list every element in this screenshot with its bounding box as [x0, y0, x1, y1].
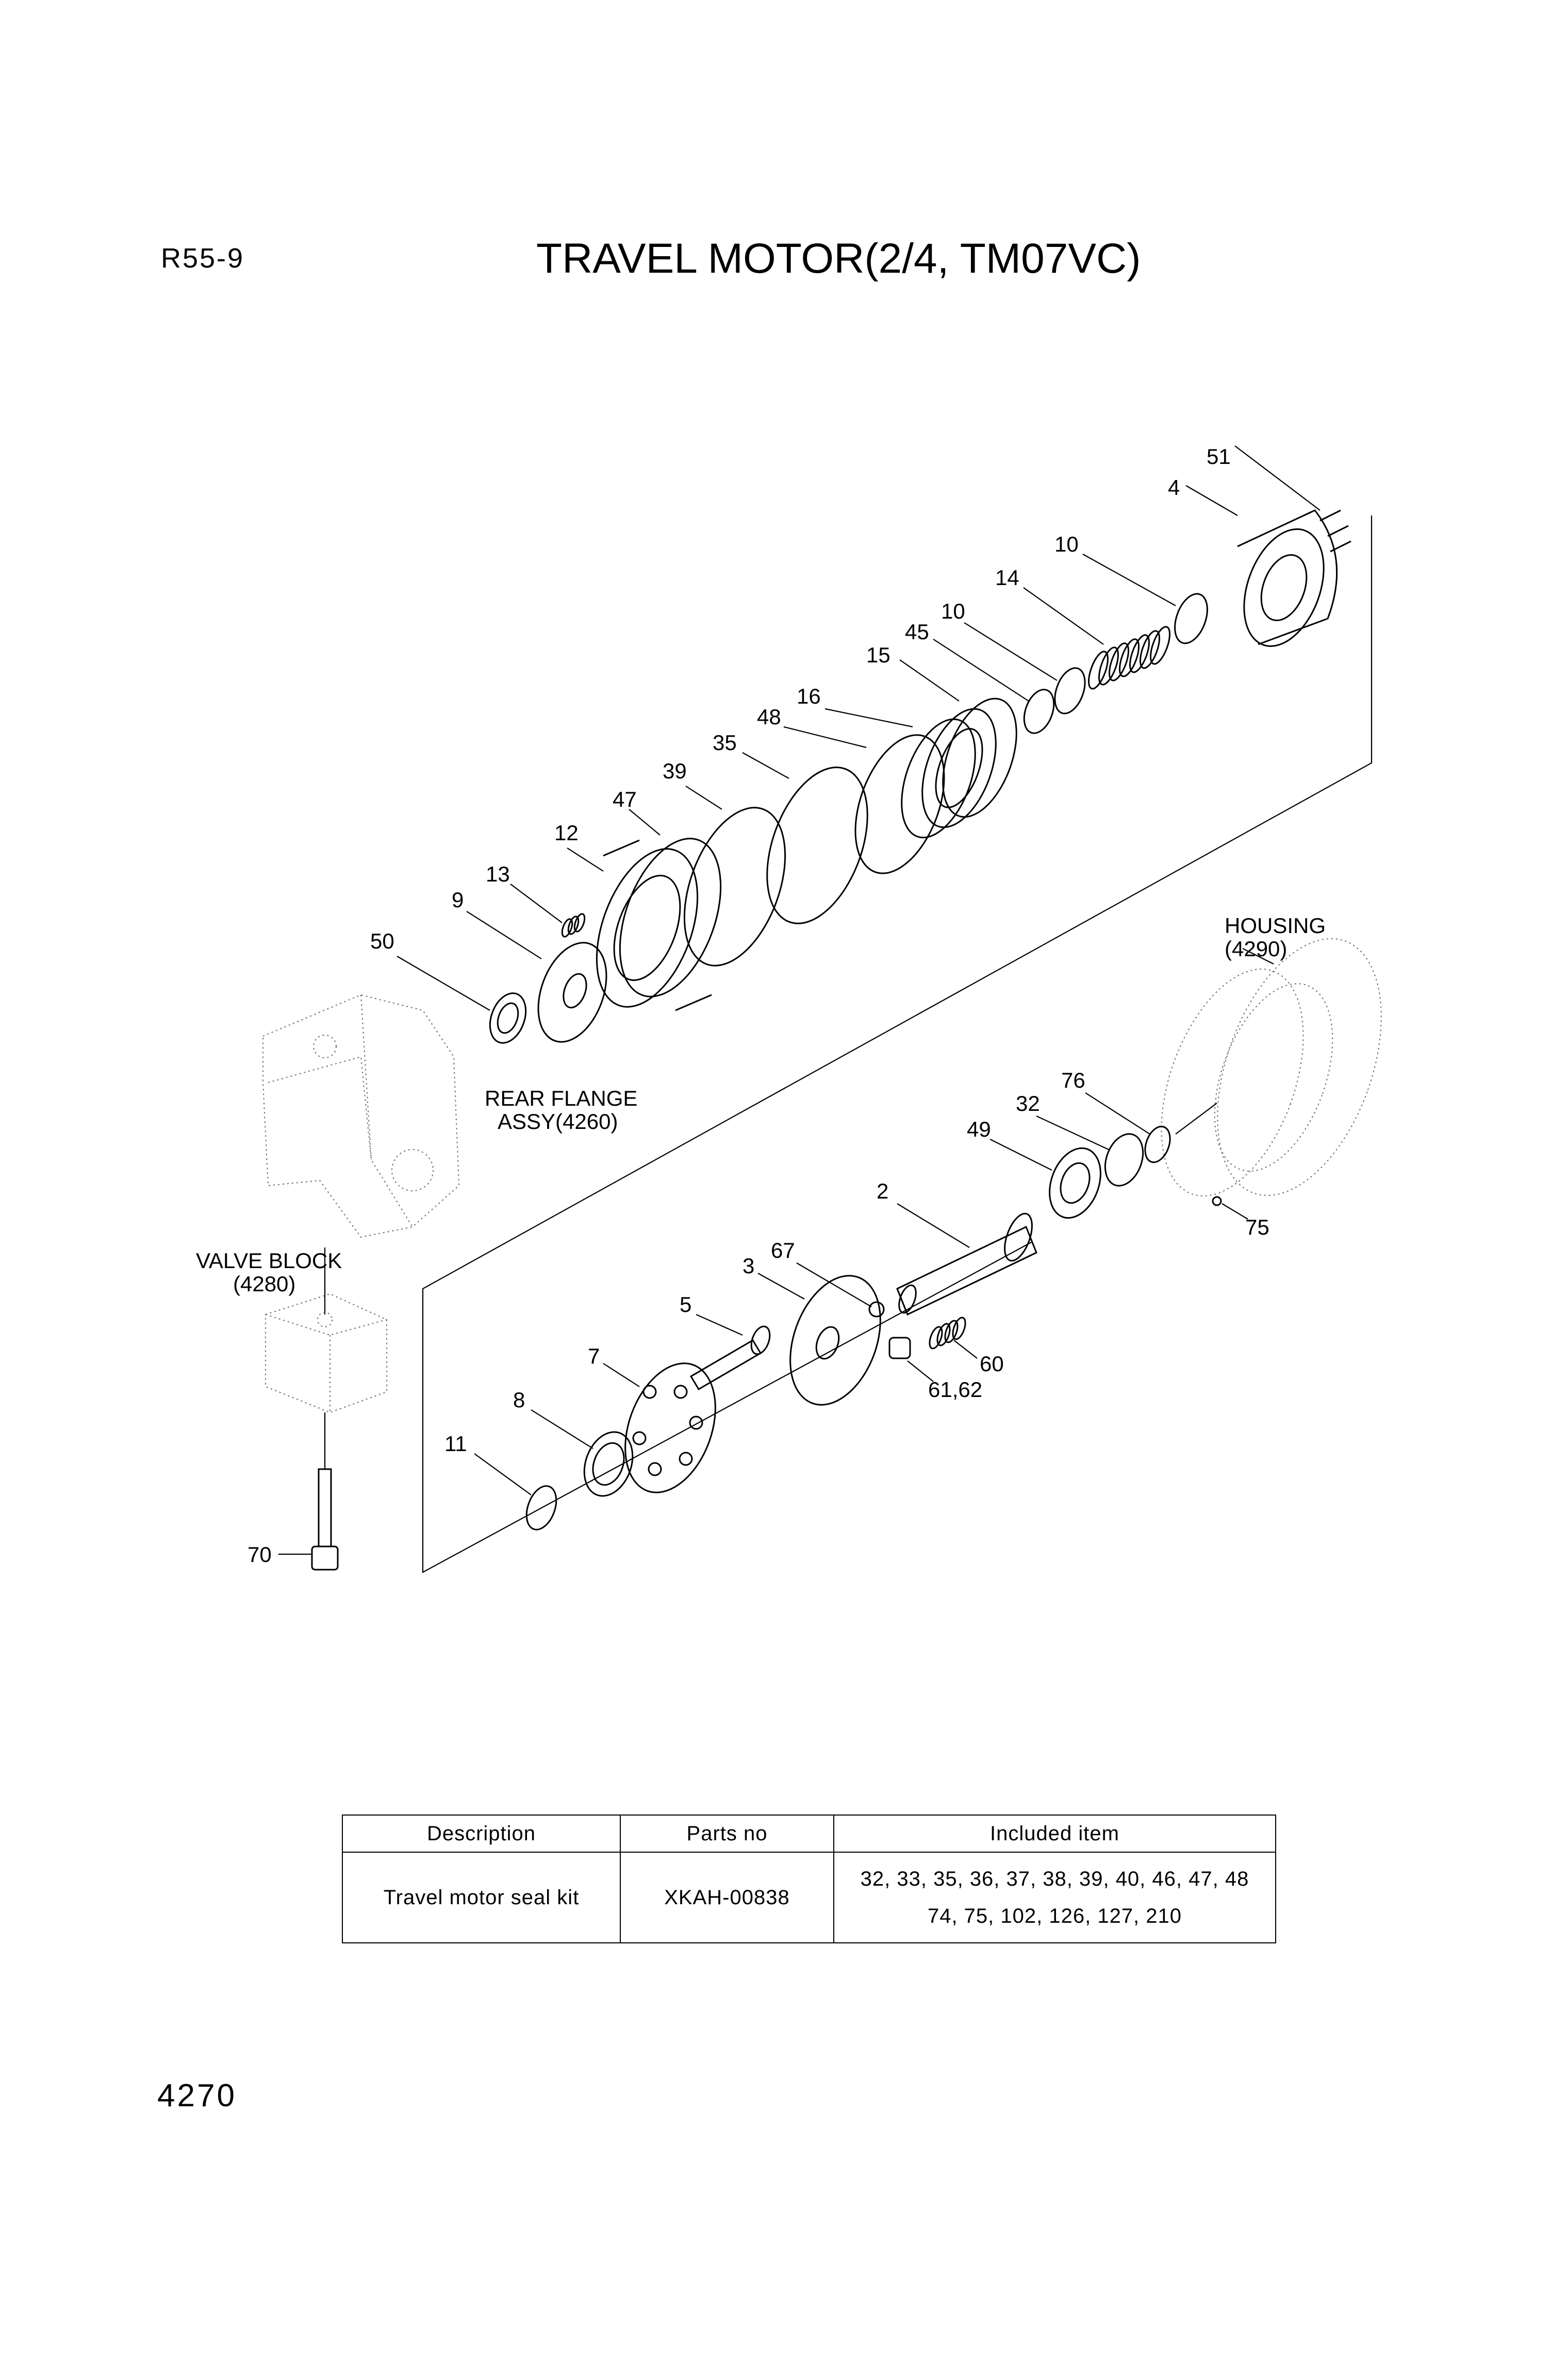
- cell-parts-no: XKAH-00838: [620, 1852, 834, 1943]
- callout-32: 32: [1016, 1091, 1040, 1116]
- callout-67: 67: [771, 1238, 795, 1262]
- callout-16: 16: [797, 684, 821, 708]
- callout-10-a: 10: [1054, 532, 1079, 556]
- rear-flange-label: REAR FLANGE: [485, 1086, 637, 1110]
- part-70-socket-bolt: [311, 1468, 339, 1571]
- part-5-piston: [689, 1325, 771, 1391]
- part-45-snap-ring: [1023, 689, 1055, 734]
- callout-76: 76: [1061, 1068, 1085, 1092]
- header-included-item: Included item: [833, 1815, 1276, 1853]
- page-title: TRAVEL MOTOR(2/4, TM07VC): [536, 235, 1141, 282]
- callout-60: 60: [980, 1352, 1004, 1376]
- callout-11: 11: [444, 1432, 467, 1456]
- callout-48: 48: [757, 705, 781, 729]
- callout-14: 14: [995, 565, 1019, 590]
- part-67-ball: [868, 1301, 885, 1318]
- part-35-o-ring: [766, 767, 868, 924]
- callout-3: 3: [742, 1254, 754, 1278]
- rear-flange-code: ASSY(4260): [498, 1109, 618, 1134]
- table-header-row: Description Parts no Included item: [342, 1815, 1276, 1853]
- callout-2: 2: [877, 1179, 888, 1203]
- valve-block-outline: [265, 1293, 388, 1413]
- part-10-shim: [1174, 593, 1208, 644]
- valve-block-label: VALVE BLOCK: [196, 1249, 342, 1273]
- callout-50: 50: [370, 929, 394, 953]
- housing-outline: [1161, 938, 1382, 1197]
- callout-61-62: 61,62: [928, 1377, 982, 1402]
- part-48-o-ring: [854, 734, 945, 874]
- included-line-1: 32, 33, 35, 36, 37, 38, 39, 40, 46, 47, …: [860, 1868, 1249, 1890]
- callout-4: 4: [1168, 475, 1180, 500]
- callout-12: 12: [554, 821, 579, 845]
- part-4-cylinder-block: [1237, 509, 1351, 647]
- rear-flange-assy-outline: [262, 994, 460, 1238]
- callout-75: 75: [1245, 1215, 1269, 1239]
- part-76-snap-ring: [1144, 1125, 1171, 1163]
- callout-9: 9: [452, 888, 464, 912]
- seal-kit-table: Description Parts no Included item Trave…: [342, 1815, 1276, 1943]
- callout-5: 5: [680, 1292, 691, 1317]
- page-number: 4270: [157, 2078, 237, 2113]
- part-61-62-pin: [888, 1337, 911, 1359]
- callout-49: 49: [967, 1117, 991, 1141]
- callout-35: 35: [713, 730, 737, 755]
- part-2-drive-shaft: [896, 1212, 1037, 1316]
- callout-45: 45: [905, 620, 929, 644]
- part-75-o-ring: [1212, 1196, 1222, 1206]
- cell-description: Travel motor seal kit: [342, 1852, 621, 1943]
- part-13-spring: [561, 913, 586, 938]
- callout-70: 70: [248, 1542, 272, 1567]
- part-11-ring: [525, 1485, 557, 1530]
- included-line-2: 74, 75, 102, 126, 127, 210: [927, 1905, 1182, 1927]
- callout-10-b: 10: [941, 599, 965, 623]
- part-14-spring: [1088, 626, 1170, 690]
- part-15-16-brake-plates: [901, 697, 1017, 839]
- header-description: Description: [342, 1815, 621, 1853]
- callout-47: 47: [613, 787, 637, 811]
- part-12-brake-piston: [596, 838, 722, 1011]
- part-7-retainer-plate: [624, 1362, 716, 1493]
- callout-15: 15: [866, 643, 890, 667]
- assembly-boundary: [422, 515, 1373, 1573]
- part-50-bearing: [489, 992, 527, 1044]
- callout-51: 51: [1207, 444, 1231, 469]
- model-code: R55-9: [161, 243, 245, 274]
- part-49-bearing: [1049, 1147, 1101, 1219]
- part-60-spring: [929, 1317, 966, 1350]
- part-3-swash-plate: [789, 1275, 881, 1406]
- housing-code: (4290): [1225, 937, 1287, 961]
- part-8-ball-guide: [583, 1431, 634, 1497]
- housing-label: HOUSING: [1225, 913, 1326, 938]
- callout-8: 8: [513, 1388, 525, 1412]
- part-32-oil-seal: [1104, 1133, 1144, 1187]
- cell-included-item: 32, 33, 35, 36, 37, 38, 39, 40, 46, 47, …: [833, 1852, 1276, 1943]
- part-10-ring-b: [1054, 667, 1086, 714]
- callout-13: 13: [486, 862, 510, 886]
- valve-block-code: (4280): [233, 1272, 295, 1296]
- part-9-valve-plate: [537, 942, 607, 1043]
- header-parts-no: Parts no: [620, 1815, 834, 1853]
- table-row: Travel motor seal kit XKAH-00838 32, 33,…: [342, 1852, 1276, 1943]
- callout-39: 39: [663, 759, 687, 783]
- callout-7: 7: [588, 1344, 600, 1368]
